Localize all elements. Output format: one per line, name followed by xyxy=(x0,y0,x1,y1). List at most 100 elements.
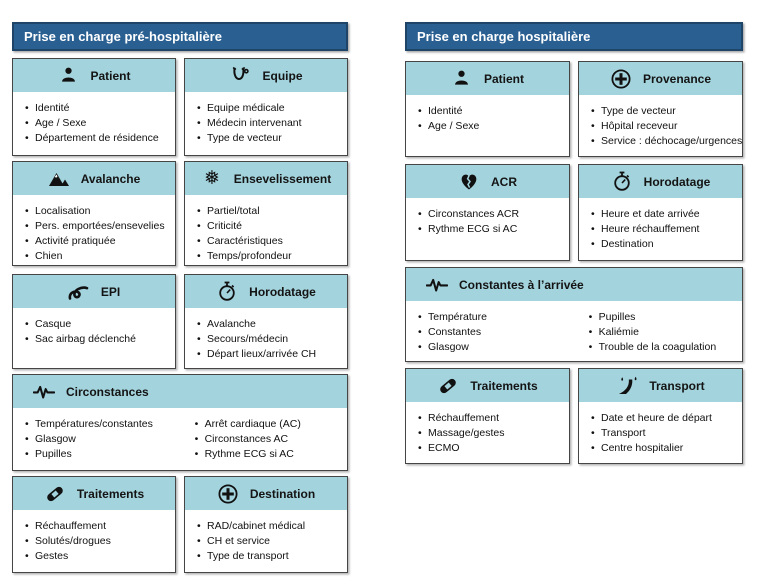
ecg-pulse-icon xyxy=(33,381,55,403)
hospital-row-3: Constantes à l’arrivée TempératureConsta… xyxy=(405,267,743,362)
bullet-item: Service : déchocage/urgences xyxy=(589,134,742,149)
bullet-item: Glasgow xyxy=(23,432,193,447)
bullet-item: Identité xyxy=(23,101,171,116)
card-title: Horodatage xyxy=(643,174,711,189)
bullet-list: Equipe médicaleMédecin intervenantType d… xyxy=(195,101,343,146)
card-patient-hosp: Patient IdentitéAge / Sexe xyxy=(405,61,570,157)
card-destination: Destination RAD/cabinet médicalCH et ser… xyxy=(184,476,348,573)
bullet-item: Identité xyxy=(416,104,565,119)
card-avalanche-header: Avalanche xyxy=(13,162,175,195)
bullet-list: IdentitéAge / SexeDépartement de résiden… xyxy=(23,101,171,146)
bullet-item: Rythme ECG si AC xyxy=(193,447,343,462)
card-acr-header: ACR xyxy=(406,165,569,198)
medical-cross-icon xyxy=(610,68,632,90)
bullet-item: Heure réchauffement xyxy=(589,222,738,237)
bullet-list: IdentitéAge / Sexe xyxy=(416,104,565,134)
card-circonstances: Circonstances Températures/constantesGla… xyxy=(12,374,348,471)
card-acr-body: Circonstances ACRRythme ECG si AC xyxy=(406,198,569,260)
hospital-banner: Prise en charge hospitalière xyxy=(405,22,743,51)
stethoscope-icon xyxy=(229,65,251,87)
bullet-item: Départ lieux/arrivée CH xyxy=(195,347,343,362)
snowflake-icon: ❅ xyxy=(203,167,220,189)
card-title: Avalanche xyxy=(80,171,141,186)
bullet-item: Températures/constantes xyxy=(23,417,193,432)
stopwatch-icon xyxy=(611,171,633,193)
bullet-item: Arrêt cardiaque (AC) xyxy=(193,417,343,432)
bullet-list-right: PupillesKaliémieTrouble de la coagulatio… xyxy=(587,310,738,357)
hospital-row-4: Traitements RéchauffementMassage/gestesE… xyxy=(405,368,743,464)
winding-road-icon xyxy=(616,375,638,397)
card-destination-body: RAD/cabinet médicalCH et serviceType de … xyxy=(185,510,347,572)
card-horodatage-pre-header: Horodatage xyxy=(185,275,347,308)
card-horodatage-pre-body: AvalancheSecours/médecinDépart lieux/arr… xyxy=(185,308,347,368)
bullet-item: Réchauffement xyxy=(416,411,565,426)
bullet-item: Trouble de la coagulation xyxy=(587,340,738,355)
card-traitements-hosp-body: RéchauffementMassage/gestesECMO xyxy=(406,402,569,463)
mountains-icon xyxy=(48,168,70,190)
bullet-item: Secours/médecin xyxy=(195,332,343,347)
card-title: Transport xyxy=(649,378,705,393)
card-title: Traitements xyxy=(76,486,145,501)
medical-cross-icon xyxy=(217,483,239,505)
card-avalanche-body: LocalisationPers. emportées/enseveliesAc… xyxy=(13,195,175,268)
card-title: Destination xyxy=(249,486,316,501)
bullet-item: Caractéristiques xyxy=(195,234,343,249)
card-epi-body: CasqueSac airbag déclenché xyxy=(13,308,175,368)
card-equipe: Equipe Equipe médicaleMédecin intervenan… xyxy=(184,58,348,156)
card-traitements-hosp-header: Traitements xyxy=(406,369,569,402)
card-constantes-body: TempératureConstantesGlasgow PupillesKal… xyxy=(406,301,742,361)
card-traitements-hosp: Traitements RéchauffementMassage/gestesE… xyxy=(405,368,570,464)
prehospital-row-4: Circonstances Températures/constantesGla… xyxy=(12,374,348,471)
bullet-item: Sac airbag déclenché xyxy=(23,332,171,347)
card-patient-hosp-header: Patient xyxy=(406,62,569,95)
card-constantes: Constantes à l’arrivée TempératureConsta… xyxy=(405,267,743,362)
bullet-list: RéchauffementSolutés/droguesGestes xyxy=(23,519,171,564)
bullet-list: Circonstances ACRRythme ECG si AC xyxy=(416,207,565,237)
bullet-item: Criticité xyxy=(195,219,343,234)
bullet-item: Kaliémie xyxy=(587,325,738,340)
bullet-item: Hôpital receveur xyxy=(589,119,738,134)
card-title: ACR xyxy=(491,174,517,189)
card-equipe-body: Equipe médicaleMédecin intervenantType d… xyxy=(185,92,347,155)
bullet-list: Date et heure de départTransportCentre h… xyxy=(589,411,738,456)
card-epi: EPI CasqueSac airbag déclenché xyxy=(12,274,176,369)
card-title: Horodatage xyxy=(249,284,316,299)
bullet-item: Type de vecteur xyxy=(195,131,343,146)
bullet-item: Temps/profondeur xyxy=(195,249,343,264)
card-title: Circonstances xyxy=(66,384,149,399)
card-title: EPI xyxy=(100,284,121,299)
prehospital-row-2: Avalanche LocalisationPers. emportées/en… xyxy=(12,161,348,266)
bullet-list-left: Températures/constantesGlasgowPupilles xyxy=(23,417,193,466)
knot-icon xyxy=(68,281,90,303)
card-title: Equipe xyxy=(262,68,303,83)
bullet-item: Réchauffement xyxy=(23,519,171,534)
prehospital-row-1: Patient IdentitéAge / SexeDépartement de… xyxy=(12,58,348,156)
bullet-list: Type de vecteurHôpital receveurService :… xyxy=(589,104,742,149)
bullet-item: Activité pratiquée xyxy=(23,234,171,249)
card-transport-header: Transport xyxy=(579,369,742,402)
bullet-item: Equipe médicale xyxy=(195,101,343,116)
bullet-item: Médecin intervenant xyxy=(195,116,343,131)
bullet-item: Type de vecteur xyxy=(589,104,738,119)
card-provenance-header: Provenance xyxy=(579,62,742,95)
card-title: Ensevelissement xyxy=(233,171,332,186)
card-patient-body: IdentitéAge / SexeDépartement de résiden… xyxy=(13,92,175,155)
bullet-item: Circonstances ACR xyxy=(416,207,565,222)
person-icon xyxy=(451,68,473,90)
bullet-item: Département de résidence xyxy=(23,131,171,146)
bullet-item: CH et service xyxy=(195,534,343,549)
card-destination-header: Destination xyxy=(185,477,347,510)
bullet-item: Date et heure de départ xyxy=(589,411,738,426)
bullet-item: Destination xyxy=(589,237,738,252)
card-epi-header: EPI xyxy=(13,275,175,308)
bullet-list: CasqueSac airbag déclenché xyxy=(23,317,171,347)
bullet-item: Localisation xyxy=(23,204,171,219)
bullet-item: Glasgow xyxy=(416,340,587,355)
card-horodatage-hosp: Horodatage Heure et date arrivéeHeure ré… xyxy=(578,164,743,261)
ecg-pulse-icon xyxy=(426,274,448,296)
prehospital-banner-title: Prise en charge pré-hospitalière xyxy=(24,29,222,44)
card-ensevelissement-header: ❅ Ensevelissement xyxy=(185,162,347,195)
bullet-item: Pupilles xyxy=(23,447,193,462)
prehospital-row-3: EPI CasqueSac airbag déclenché Horodatag… xyxy=(12,274,348,369)
bullet-list: RAD/cabinet médicalCH et serviceType de … xyxy=(195,519,343,564)
